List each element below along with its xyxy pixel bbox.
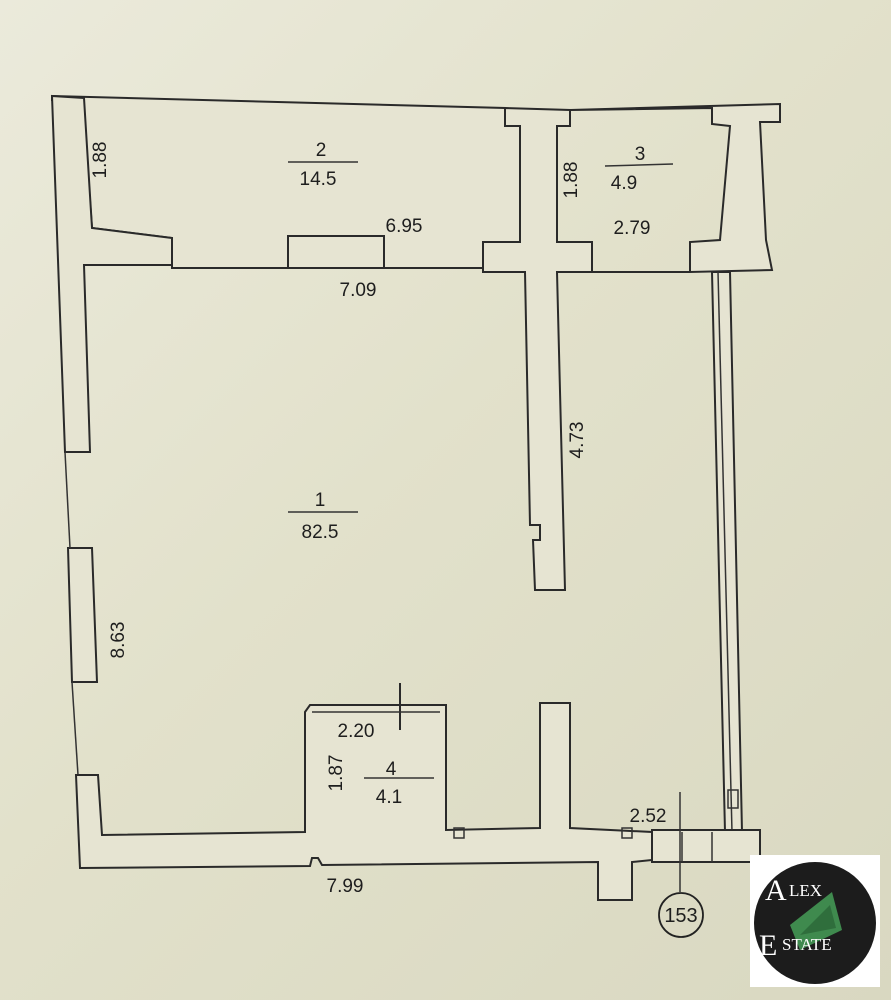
dim-bottom-wall: 7.99 <box>327 876 364 897</box>
dim-room3-width: 2.79 <box>614 218 651 239</box>
room-2-label: 2 14.5 <box>288 140 358 190</box>
dim-bottom-right: 2.52 <box>630 806 667 827</box>
sheet-number-circle <box>658 892 704 938</box>
wall-partition <box>482 106 593 591</box>
room-4-area: 4.1 <box>376 787 402 808</box>
wall-room3 <box>569 102 781 274</box>
logo-line2: STATE <box>782 935 832 954</box>
logo-initial-a: A <box>765 874 787 907</box>
room-1-area: 82.5 <box>302 522 339 543</box>
dim-room4-height: 1.87 <box>326 755 347 792</box>
dim-partition: 4.73 <box>567 422 588 459</box>
logo-initial-e: E <box>759 929 777 962</box>
dim-room2-inner: 6.95 <box>386 216 423 237</box>
dim-room3-height: 1.88 <box>561 162 582 199</box>
dim-room4-width: 2.20 <box>338 721 375 742</box>
room-2-number: 2 <box>316 140 327 161</box>
wall-ledge <box>287 235 385 269</box>
dim-room2-bottom: 7.09 <box>340 280 377 301</box>
wall-bottom-right <box>651 829 761 863</box>
room-1-number: 1 <box>315 490 326 511</box>
wall-right <box>710 271 744 833</box>
room-3-area: 4.9 <box>611 173 637 194</box>
logo-line1: LEX <box>789 881 822 900</box>
wall-left-lower <box>74 702 653 901</box>
sheet-number-marker: 153 <box>658 892 704 938</box>
sheet-number: 153 <box>664 905 697 927</box>
room-4-number: 4 <box>386 759 397 780</box>
room-3-number: 3 <box>635 144 646 165</box>
wall-left-upper <box>50 94 173 453</box>
dim-room2-height: 1.88 <box>90 142 111 179</box>
room-2-area: 14.5 <box>300 169 337 190</box>
room-1-label: 1 82.5 <box>288 490 358 543</box>
wall-left-window <box>66 547 99 683</box>
room-4-label: 4 4.1 <box>364 759 434 808</box>
brand-logo: A LEX E STATE <box>750 855 880 987</box>
room-3-label: 3 4.9 <box>604 144 674 194</box>
dim-left-wall: 8.63 <box>108 622 129 659</box>
